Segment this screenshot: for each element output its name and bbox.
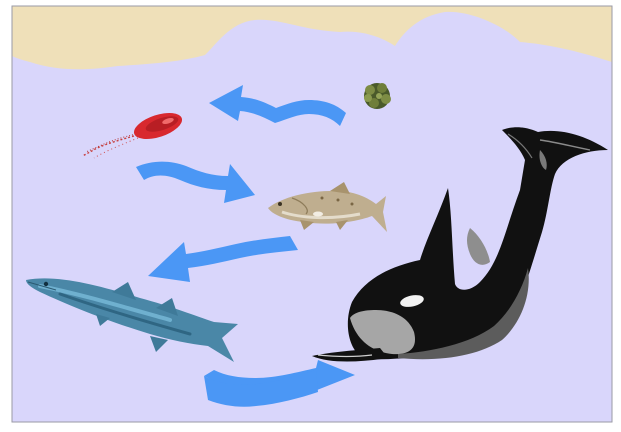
food-chain-diagram <box>0 0 621 432</box>
